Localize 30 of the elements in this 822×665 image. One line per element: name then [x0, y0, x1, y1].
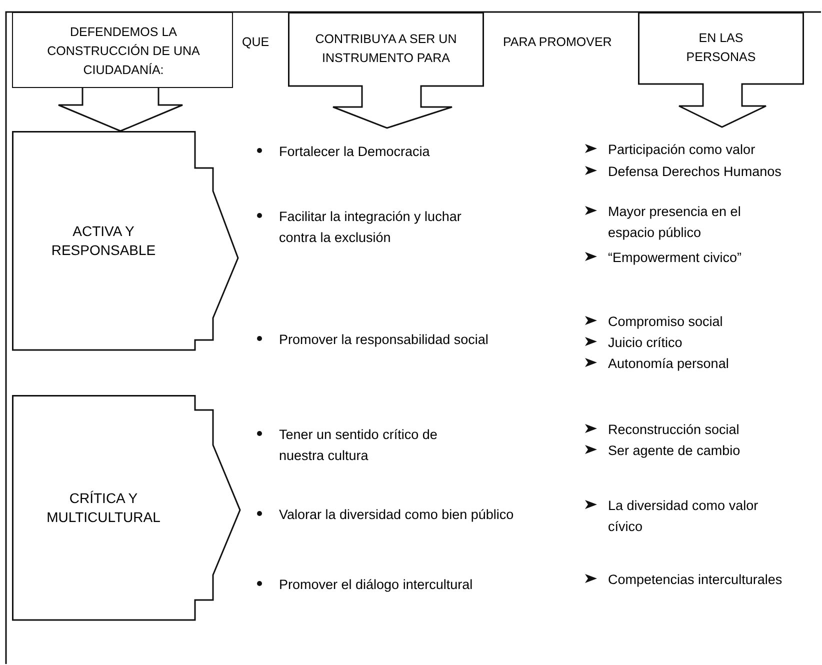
list-item-text: Juicio crítico [608, 334, 682, 352]
connector-text: QUE [242, 34, 270, 51]
list-item-text: Defensa Derechos Humanos [608, 163, 782, 181]
connector-text: PARA PROMOVER [503, 34, 612, 51]
callout-box [288, 12, 484, 129]
list-item-text: Tener un sentido crítico de nuestra cultura [279, 426, 438, 465]
list-item-text: Reconstrucción social [608, 421, 740, 439]
list-item-text: La diversidad como valor cívico [608, 497, 760, 536]
list-item-text: Valorar la diversidad como bien público [279, 506, 514, 524]
box-label: CONTRIBUYA A SER UN INSTRUMENTO PARA [314, 31, 458, 67]
list-item-text: Promover la responsabilidad social [279, 331, 488, 349]
callout-box [12, 131, 240, 351]
box-label: CRÍTICA Y MULTICULTURAL [46, 488, 160, 526]
list-item-text: Mayor presencia en el espacio público [608, 203, 742, 242]
list-item-text: Competencias interculturales [608, 571, 782, 589]
box-label: EN LAS PERSONAS [685, 30, 757, 66]
list-item-text: Ser agente de cambio [608, 442, 740, 460]
block-arrow [58, 87, 184, 132]
callout-box [638, 12, 804, 128]
list-item-text: Facilitar la integración y luchar contra la exclusión [279, 208, 462, 247]
list-item-text: “Empowerment civico” [608, 249, 742, 267]
box-label: ACTIVA Y RESPONSABLE [51, 222, 156, 260]
text-box [12, 12, 233, 88]
list-item-text: Autonomía personal [608, 355, 729, 373]
list-item-text: Promover el diálogo intercultural [279, 576, 473, 594]
list-item-text: Compromiso social [608, 313, 723, 331]
box-label: DEFENDEMOS LA CONSTRUCCIÓN DE UNA CIUDADANÍA: [46, 24, 201, 78]
list-item-text: Fortalecer la Democracia [279, 143, 430, 161]
callout-box [12, 395, 242, 621]
list-item-text: Participación como valor [608, 141, 756, 159]
